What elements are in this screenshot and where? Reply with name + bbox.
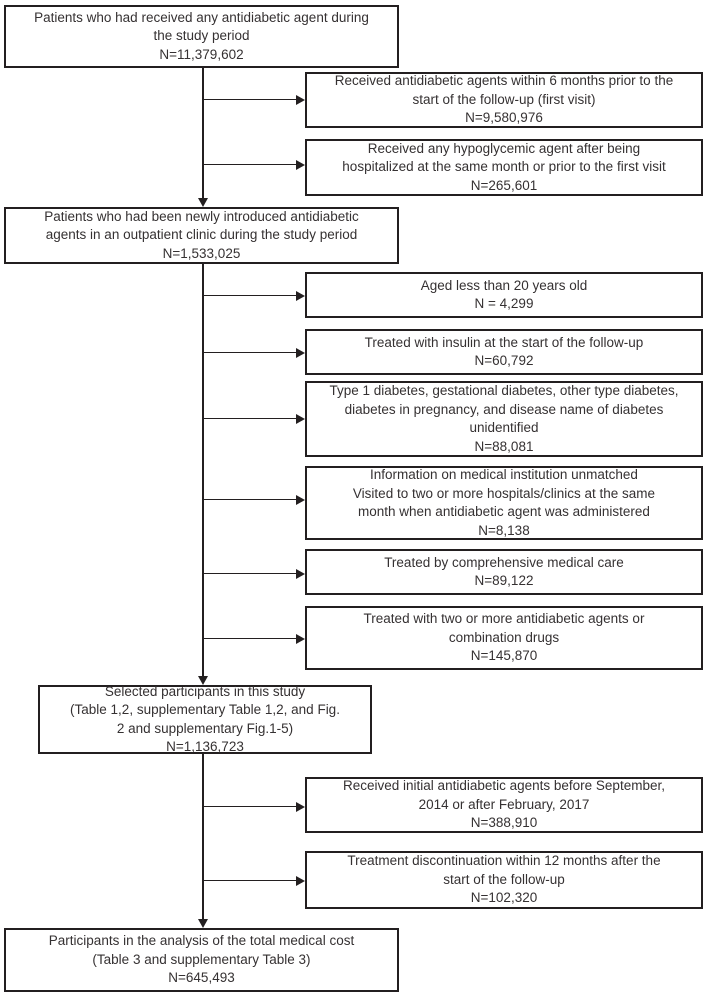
arrow-right-icon	[296, 569, 305, 579]
box-patients-any-antidiabetic: Patients who had received any antidiabet…	[4, 5, 399, 68]
connector-branch-5	[202, 418, 297, 420]
box-count: N=645,493	[168, 970, 235, 986]
box-count: N=11,379,602	[159, 46, 244, 62]
connector-branch-3	[202, 295, 297, 297]
box-count: N=1,136,723	[166, 739, 244, 754]
box-count: N=265,601	[470, 177, 538, 193]
box-excl-initial-agents-date-range: Received initial antidiabetic agents bef…	[305, 777, 703, 833]
box-label: Treatment discontinuation within 12 mont…	[347, 853, 661, 887]
box-label: Received any hypoglycemic agent after be…	[342, 140, 666, 175]
box-total-medical-cost-analysis: Participants in the analysis of the tota…	[4, 928, 399, 992]
box-excl-other-diabetes-types: Type 1 diabetes, gestational diabetes, o…	[305, 381, 703, 457]
box-count: N=102,320	[470, 890, 538, 906]
connector-branch-4	[202, 352, 297, 354]
box-label: Treated with insulin at the start of the…	[364, 334, 644, 350]
box-label: Selected participants in this study (Tab…	[70, 683, 340, 736]
box-label: Information on medical institution unmat…	[352, 467, 656, 519]
box-count: N=88,081	[474, 438, 534, 454]
box-label: Received antidiabetic agents within 6 mo…	[334, 73, 674, 107]
box-excl-aged-under-20: Aged less than 20 years old N = 4,299	[305, 272, 703, 318]
connector-branch-9	[202, 806, 297, 808]
arrow-right-icon	[296, 414, 305, 424]
connector-trunk-3	[202, 754, 204, 919]
connector-branch-7	[202, 573, 297, 575]
box-excl-institution-unmatched: Information on medical institution unmat…	[305, 466, 703, 540]
box-label: Type 1 diabetes, gestational diabetes, o…	[329, 383, 679, 435]
box-label: Received initial antidiabetic agents bef…	[343, 778, 665, 812]
box-count: N=8,138	[478, 522, 530, 538]
connector-branch-2	[202, 164, 297, 166]
box-excl-prior-antidiabetic-agents: Received antidiabetic agents within 6 mo…	[305, 72, 703, 128]
box-excl-hypoglycemic-hospitalized: Received any hypoglycemic agent after be…	[305, 139, 703, 196]
box-count: N=145,870	[470, 648, 538, 664]
connector-branch-6	[202, 499, 297, 501]
arrow-right-icon	[296, 634, 305, 644]
box-label: Treated by comprehensive medical care	[384, 554, 624, 570]
box-label: Patients who had been newly introduced a…	[44, 208, 359, 243]
box-count: N=60,792	[474, 353, 534, 368]
arrow-right-icon	[296, 348, 305, 358]
connector-branch-8	[202, 638, 297, 640]
arrow-down-icon	[197, 198, 208, 207]
connector-trunk-1	[202, 68, 204, 199]
connector-branch-10	[202, 880, 297, 882]
box-excl-two-or-more-agents: Treated with two or more antidiabetic ag…	[305, 606, 703, 670]
arrow-right-icon	[296, 495, 305, 505]
box-excl-comprehensive-medical-care: Treated by comprehensive medical care N=…	[305, 549, 703, 595]
box-count: N = 4,299	[474, 296, 534, 311]
arrow-down-icon	[197, 919, 208, 928]
box-label: Treated with two or more antidiabetic ag…	[363, 611, 645, 645]
box-newly-introduced-outpatient: Patients who had been newly introduced a…	[4, 207, 399, 264]
box-selected-participants: Selected participants in this study (Tab…	[38, 683, 372, 754]
arrow-right-icon	[296, 802, 305, 812]
box-label: Patients who had received any antidiabet…	[34, 9, 369, 44]
arrow-right-icon	[296, 291, 305, 301]
box-count: N=1,533,025	[162, 245, 241, 261]
arrow-right-icon	[296, 95, 305, 105]
box-count: N=388,910	[470, 815, 538, 831]
arrow-right-icon	[296, 160, 305, 170]
box-count: N=9,580,976	[465, 110, 543, 126]
connector-branch-1	[202, 99, 297, 101]
arrow-down-icon	[197, 676, 208, 685]
connector-trunk-2	[202, 264, 204, 676]
box-excl-treatment-discontinuation: Treatment discontinuation within 12 mont…	[305, 851, 703, 909]
box-label: Participants in the analysis of the tota…	[48, 933, 355, 967]
box-excl-insulin-at-start: Treated with insulin at the start of the…	[305, 329, 703, 375]
arrow-right-icon	[296, 876, 305, 886]
box-label: Aged less than 20 years old	[420, 277, 588, 293]
box-count: N=89,122	[474, 573, 534, 588]
